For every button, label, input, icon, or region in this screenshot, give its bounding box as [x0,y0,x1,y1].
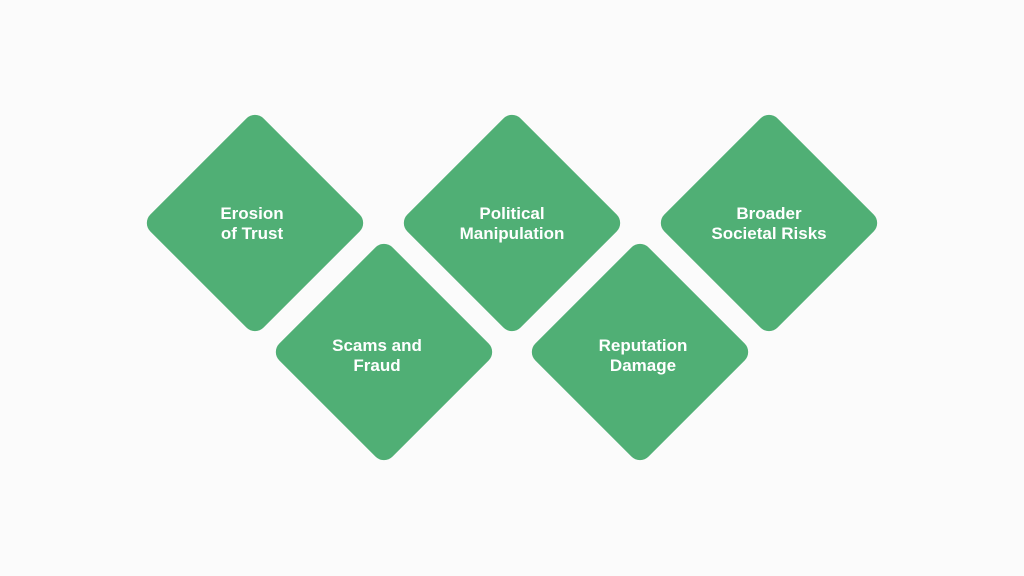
label-erosion-of-trust: Erosion of Trust [220,204,284,243]
label-political-manipulation: Political Manipulation [459,204,565,243]
label-scams-and-fraud: Scams and Fraud [332,336,422,375]
label-broader-societal-risks: Broader Societal Risks [711,204,827,243]
label-reputation-damage: Reputation Damage [598,336,688,375]
